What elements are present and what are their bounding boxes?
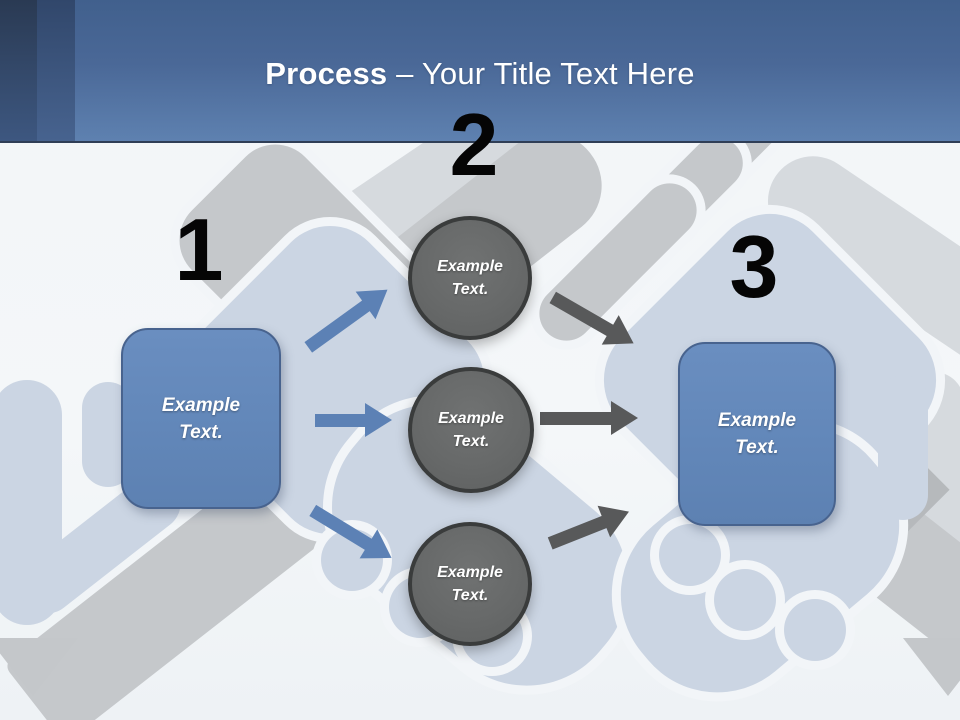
step-number-2[interactable]: 2 [449, 95, 499, 194]
step2-circle-top[interactable]: Example Text. [408, 216, 532, 340]
step-number-3[interactable]: 3 [729, 217, 779, 316]
title-bold-part: Process [265, 56, 388, 91]
arm-tip-right-graphic [903, 638, 960, 696]
title-rest-part: – Your Title Text Here [396, 56, 695, 91]
slide-title[interactable]: Process – Your Title Text Here [0, 54, 960, 94]
step2-circle-bottom-label: Example Text. [437, 564, 503, 604]
step1-box-label: Example Text. [161, 394, 241, 443]
step2-circle-middle[interactable]: Example Text. [408, 367, 534, 493]
finger-bar-graphic [878, 375, 928, 520]
finger-bump-graphic [659, 524, 721, 586]
step2-circle-bottom[interactable]: Example Text. [408, 522, 532, 646]
step2-circle-top-label: Example Text. [437, 258, 503, 298]
step2-circle-middle-label: Example Text. [438, 410, 504, 450]
finger-bump-graphic [714, 569, 776, 631]
step3-box-label: Example Text. [717, 410, 797, 458]
step1-box[interactable]: Example Text. [121, 328, 281, 509]
step-number-1[interactable]: 1 [174, 200, 224, 299]
arm-tip-left-graphic [0, 638, 78, 696]
slide-header: Process – Your Title Text Here [0, 0, 960, 143]
header-stripe-dark [0, 0, 37, 141]
step3-box[interactable]: Example Text. [678, 342, 836, 526]
finger-bump-graphic [784, 599, 846, 661]
header-stripe-medium [37, 0, 75, 141]
